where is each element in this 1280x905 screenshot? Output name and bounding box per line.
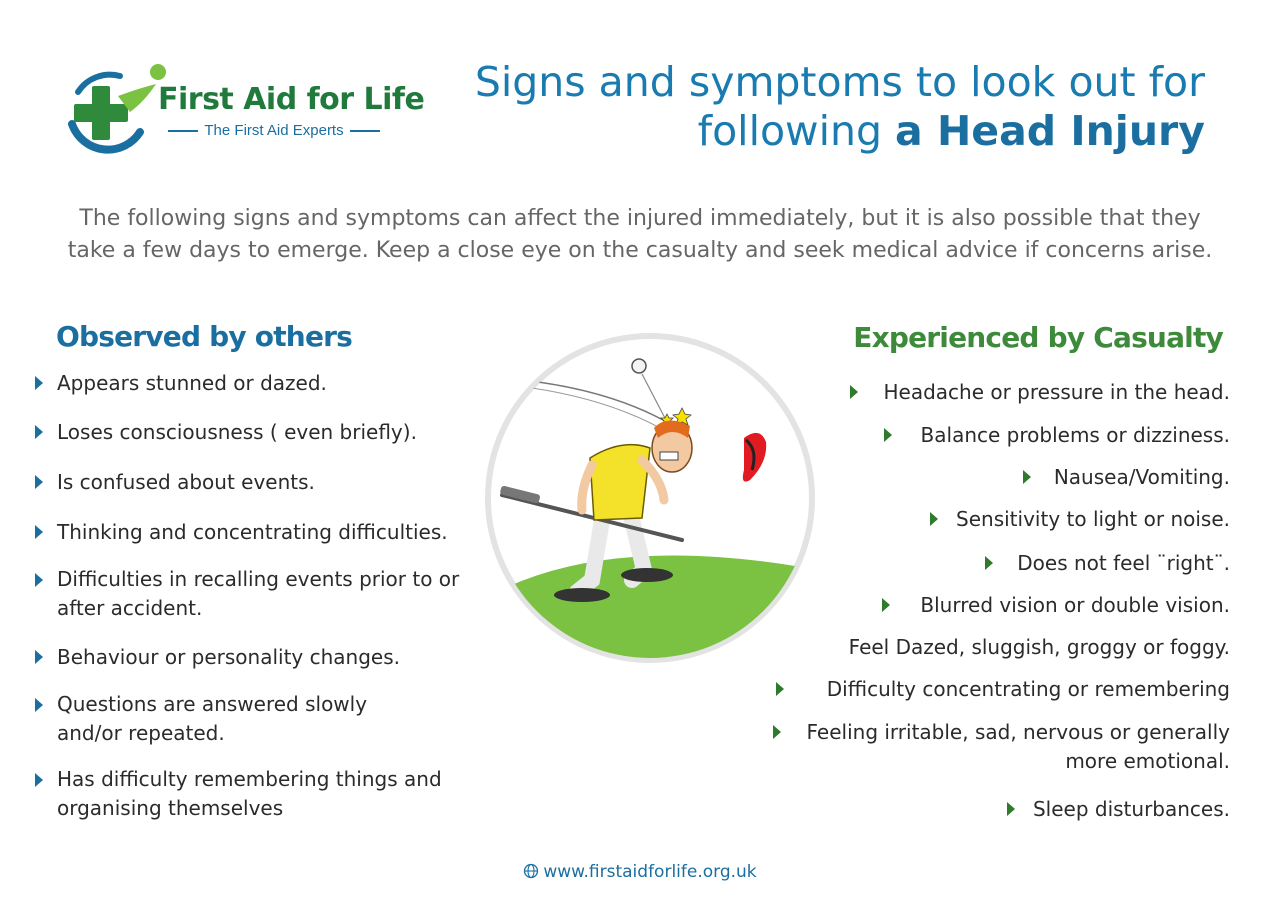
bullet-arrow-icon xyxy=(35,773,43,787)
brand-tagline: The First Aid Experts xyxy=(158,122,390,139)
golfer-illustration xyxy=(485,333,815,663)
bullet-arrow-icon xyxy=(985,556,993,570)
bullet-arrow-icon xyxy=(35,573,43,587)
experienced-heading: Experienced by Casualty xyxy=(853,321,1224,354)
globe-icon xyxy=(524,863,539,879)
bullet-arrow-icon xyxy=(35,650,43,664)
bullet-arrow-icon xyxy=(773,725,781,739)
bullet-arrow-icon xyxy=(882,598,890,612)
first-aid-cross-logo-icon xyxy=(68,64,166,154)
bullet-arrow-icon xyxy=(35,475,43,489)
observed-heading: Observed by others xyxy=(56,320,353,353)
bullet-arrow-icon xyxy=(850,385,858,399)
footer-website[interactable]: www.firstaidforlife.org.uk xyxy=(0,862,1280,882)
observed-item: Appears stunned or dazed. xyxy=(57,371,327,395)
bullet-arrow-icon xyxy=(1023,470,1031,484)
intro-paragraph: The following signs and symptoms can aff… xyxy=(67,206,1213,263)
bullet-arrow-icon xyxy=(35,376,43,390)
bullet-arrow-icon xyxy=(1007,802,1015,816)
bullet-arrow-icon xyxy=(776,682,784,696)
page-title: Signs and symptoms to look out for follo… xyxy=(445,58,1205,156)
bullet-arrow-icon xyxy=(884,428,892,442)
bullet-arrow-icon xyxy=(35,425,43,439)
experienced-item: Feeling irritable, sad, nervous or gener… xyxy=(806,720,1230,744)
experienced-item: Difficulty concentrating or remembering xyxy=(826,677,1230,701)
experienced-item-continued: more emotional. xyxy=(1065,749,1230,773)
observed-item: Has difficulty remembering things and xyxy=(57,767,442,791)
title-line-2: following a Head Injury xyxy=(445,107,1205,156)
experienced-item: Nausea/Vomiting. xyxy=(1053,465,1230,489)
title-line-2-prefix: following xyxy=(697,107,896,155)
experienced-item: Feel Dazed, sluggish, groggy or foggy. xyxy=(848,635,1230,659)
footer-url[interactable]: www.firstaidforlife.org.uk xyxy=(543,862,757,882)
observed-item: Is confused about events. xyxy=(57,470,315,494)
observed-item: Questions are answered slowly xyxy=(57,692,368,716)
experienced-item: Sleep disturbances. xyxy=(1032,797,1230,821)
bullet-arrow-icon xyxy=(35,698,43,712)
observed-item-continued: after accident. xyxy=(57,596,203,620)
observed-item-continued: organising themselves xyxy=(57,796,284,820)
observed-item: Thinking and concentrating difficulties. xyxy=(57,520,448,544)
brand-name: First Aid for Life xyxy=(158,82,425,117)
title-line-2-bold: a Head Injury xyxy=(895,107,1205,155)
observed-item: Difficulties in recalling events prior t… xyxy=(57,567,460,591)
bullet-arrow-icon xyxy=(930,512,938,526)
experienced-item: Headache or pressure in the head. xyxy=(883,380,1230,404)
observed-item: Loses consciousness ( even briefly). xyxy=(57,420,417,444)
brand-logo: First Aid for Life The First Aid Experts xyxy=(60,62,425,154)
experienced-item: Balance problems or dizziness. xyxy=(920,423,1230,447)
observed-item: Behaviour or personality changes. xyxy=(57,645,400,669)
experienced-item: Does not feel ¨right¨. xyxy=(1017,551,1230,575)
bullet-arrow-icon xyxy=(35,525,43,539)
observed-item-continued: and/or repeated. xyxy=(57,721,225,745)
experienced-item: Blurred vision or double vision. xyxy=(920,593,1230,617)
title-line-1: Signs and symptoms to look out for xyxy=(474,58,1205,106)
experienced-item: Sensitivity to light or noise. xyxy=(956,507,1230,531)
